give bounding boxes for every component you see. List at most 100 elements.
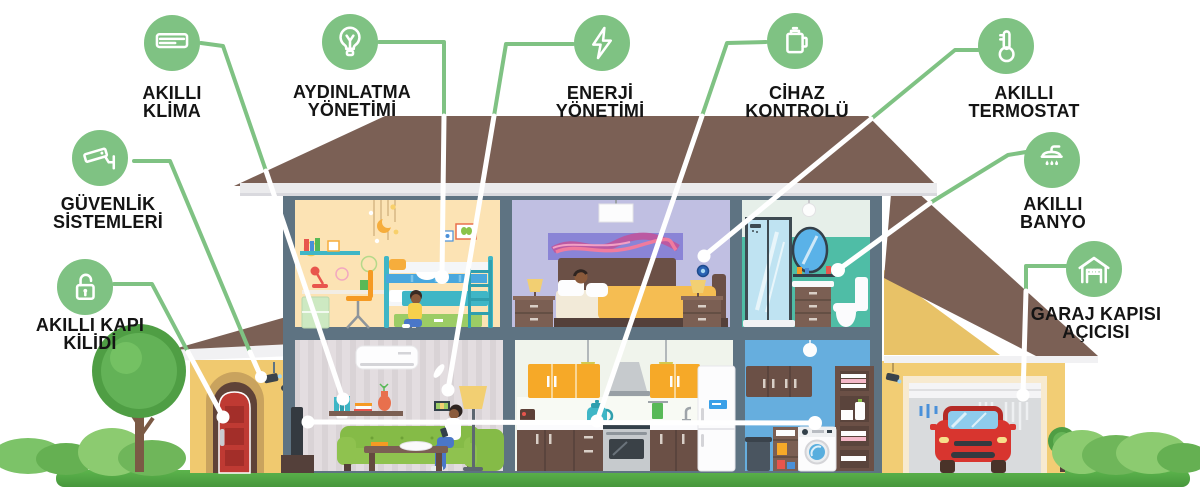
label-aydinlatma-yonetimi: AYDINLATMA YÖNETİMİ [293, 83, 411, 119]
oven [603, 424, 650, 471]
bedroom [512, 200, 730, 327]
line-termostat-inner [701, 116, 874, 259]
garage-security-camera [885, 373, 902, 384]
thermometer-glyph [998, 30, 1015, 63]
label-akilli-klima: AKILLI KLİMA [142, 84, 201, 120]
garage-roof [884, 170, 1098, 356]
entrance-security-camera [263, 373, 282, 384]
trash-bin [745, 437, 772, 471]
tv-console [281, 455, 314, 473]
garage-door-icon [1066, 241, 1122, 297]
endpoint-aydinlatma [435, 270, 449, 284]
air-conditioner-icon [144, 15, 200, 71]
light-bulb-glyph [339, 26, 361, 57]
line-cihaz-outer [700, 40, 768, 118]
endpoint-klima [336, 392, 350, 406]
lightning-bolt-icon [574, 15, 630, 71]
toilet [833, 277, 868, 327]
label-line: AYDINLATMA [293, 82, 411, 102]
line-aydinlatma-inner [439, 113, 447, 280]
porch-roof [153, 315, 293, 355]
light-bulb-icon [322, 14, 378, 70]
garage [882, 170, 1098, 473]
child [402, 290, 422, 328]
label-line: SİSTEMLERİ [52, 212, 164, 232]
label-akilli-banyo: AKILLI BANYO [1020, 195, 1086, 231]
vanity [792, 281, 834, 327]
kids-room-ceiling-lamp [416, 272, 438, 280]
nightstand-left [513, 279, 555, 327]
label-line: YÖNETİMİ [307, 100, 397, 120]
shower-head-icon [1024, 132, 1080, 188]
grass [56, 470, 1190, 487]
shower [743, 217, 795, 327]
label-line: AKILLI [1023, 194, 1083, 214]
thermometer-icon [978, 18, 1034, 74]
porch-fascia [148, 344, 293, 362]
air-conditioner-glyph [155, 33, 189, 49]
left-bushes [0, 428, 186, 476]
line-enerji-inner [445, 113, 497, 393]
label-akilli-kapi-kilidi: AKILLI KAPI KİLİDİ [36, 316, 144, 352]
label-line: YÖNETİMİ [555, 101, 645, 121]
living-room [281, 340, 504, 473]
endpoint-enerji [441, 383, 455, 397]
label-line: KONTROLÜ [745, 101, 849, 121]
kettle-icon [767, 13, 823, 69]
label-guvenlik-sistemleri: GÜVENLİK SİSTEMLERİ [53, 195, 163, 231]
line-banyo-outer [928, 150, 1028, 205]
cctv-camera-icon [72, 130, 128, 186]
label-enerji-yonetimi: ENERJİ YÖNETİMİ [556, 84, 645, 120]
laundry-shelving [835, 366, 874, 471]
endpoint-banyo [831, 263, 845, 277]
endpoint-kapi [216, 410, 230, 424]
line-aydinlatma-outer [377, 40, 446, 118]
floor-lamp [459, 386, 487, 471]
label-line: CİHAZ [769, 83, 825, 103]
bathroom [742, 200, 870, 327]
line-klima-outer [199, 41, 268, 173]
main-roof [234, 116, 937, 196]
label-line: TERMOSTAT [968, 101, 1080, 121]
label-line: AKILLI KAPI [35, 315, 145, 335]
label-line: KİLİDİ [63, 333, 117, 353]
bathroom-ceiling-lamp [802, 203, 816, 217]
line-garaj-outer [1024, 264, 1068, 293]
bunk-bed [384, 256, 493, 328]
upper-cabinets [528, 364, 700, 398]
line-cihaz-inner [594, 113, 705, 424]
bedroom-pendant-lamp [598, 203, 634, 223]
line-garaj-inner [1020, 288, 1029, 398]
line-kapi-outer [112, 282, 190, 354]
tv [291, 407, 303, 458]
line-cihaz-horizontal [305, 419, 818, 426]
lightning-bolt-glyph [592, 26, 612, 60]
living-room-wall-lamp [433, 364, 445, 378]
endpoint-cihaz-kettle [590, 414, 604, 428]
label-line: AKILLI [142, 83, 202, 103]
kitchen [515, 340, 736, 472]
line-klima-inner [263, 168, 346, 402]
line-enerji-outer [492, 42, 575, 118]
label-line: AÇICISI [1062, 322, 1130, 342]
coffee-table [364, 441, 448, 471]
entrance [148, 315, 293, 474]
fridge [697, 365, 736, 472]
kettle-glyph [786, 26, 808, 54]
laundry-ceiling-lamp [803, 343, 817, 357]
label-line: AKILLI [994, 83, 1054, 103]
laundry-room [745, 340, 874, 472]
right-bushes [1048, 427, 1200, 475]
line-guvenlik-outer [132, 159, 252, 354]
vase [378, 395, 391, 411]
padlock-open-glyph [75, 273, 95, 300]
label-line: ENERJİ [566, 83, 634, 103]
label-line: KLİMA [142, 101, 201, 121]
endpoint-garaj [1016, 388, 1030, 402]
kids-room [295, 200, 500, 329]
label-line: GARAJ KAPISI [1030, 304, 1162, 324]
washing-machine [797, 426, 837, 472]
range-hood [609, 362, 647, 391]
